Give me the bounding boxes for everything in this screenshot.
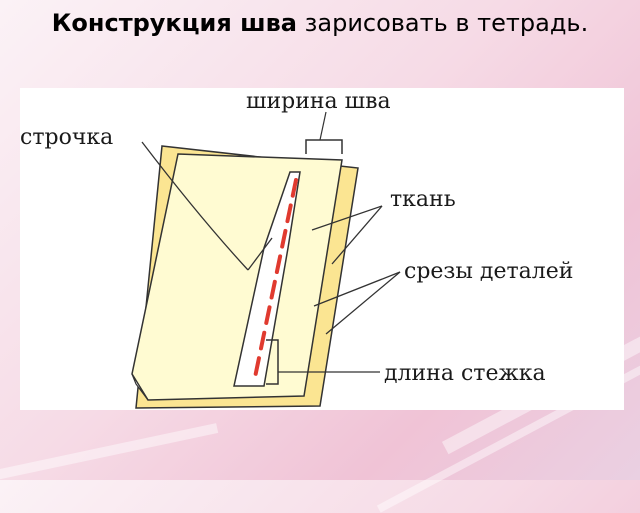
label-stitch-length: длина стежка: [384, 361, 546, 386]
fabric-fold: [131, 373, 149, 401]
seam-width-leader: [319, 111, 327, 141]
stitching-leader-branch: [247, 237, 273, 271]
title-bold: Конструкция шва: [51, 9, 297, 37]
background-streak: [0, 423, 219, 487]
title-rest: зарисовать в тетрадь.: [304, 9, 589, 37]
label-fabric: ткань: [390, 187, 456, 212]
fabric-leader-1: [311, 205, 383, 231]
stitch-length-bracket: [266, 339, 279, 385]
fabric-leader-2: [331, 205, 383, 265]
label-seam-width: ширина шва: [246, 89, 391, 114]
stitching-leader-top: [141, 141, 249, 271]
seam-width-bracket: [305, 139, 343, 154]
label-stitching: строчка: [20, 125, 113, 150]
label-raw-edges: срезы деталей: [404, 259, 573, 284]
seam-diagram-svg: ширина шва строчка ткань срезы деталей д…: [20, 89, 573, 409]
raw-edges-leader-1: [313, 271, 401, 307]
seam-diagram: ширина шва строчка ткань срезы деталей д…: [20, 88, 624, 410]
slide-title: Конструкция шва зарисовать в тетрадь.: [0, 8, 640, 38]
raw-edges-leader-2: [325, 271, 401, 335]
stitch-line: [252, 178, 298, 384]
